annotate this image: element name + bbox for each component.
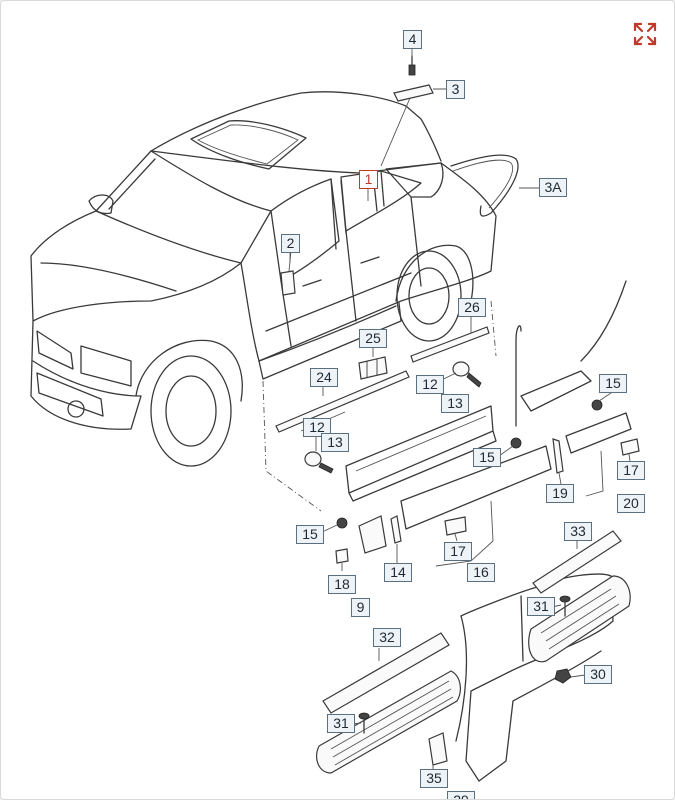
clip-4 xyxy=(408,55,416,76)
screw-31-b xyxy=(358,712,370,734)
callout-9[interactable]: 9 xyxy=(351,598,370,617)
clip-25 xyxy=(358,356,388,380)
end-cap-19 xyxy=(552,438,564,474)
nut-15-c xyxy=(336,517,348,529)
callout-15-right[interactable]: 15 xyxy=(599,374,627,393)
clip-17-a xyxy=(620,438,640,456)
callout-25[interactable]: 25 xyxy=(359,329,387,348)
bracket-2 xyxy=(280,250,296,296)
scuff-plate-32 xyxy=(322,632,450,714)
callout-2[interactable]: 2 xyxy=(281,234,300,253)
callout-12-lower[interactable]: 12 xyxy=(303,418,331,437)
callout-18[interactable]: 18 xyxy=(328,575,356,594)
nut-30 xyxy=(554,668,572,684)
step-plate-rear xyxy=(528,575,631,663)
callout-30[interactable]: 30 xyxy=(584,665,612,684)
trim-strip-24 xyxy=(275,370,410,433)
callout-20[interactable]: 20 xyxy=(617,494,645,513)
callout-13-lower[interactable]: 13 xyxy=(321,433,349,452)
callout-3[interactable]: 3 xyxy=(446,80,465,99)
guide-line-1 xyxy=(262,380,322,512)
callout-15-left[interactable]: 15 xyxy=(296,525,324,544)
flap-9 xyxy=(358,515,387,554)
screw-31-a xyxy=(559,595,571,617)
nut-15-b xyxy=(591,399,603,411)
callout-15-middle[interactable]: 15 xyxy=(473,448,501,467)
bracket-35 xyxy=(428,732,448,766)
screw-12-13-upper xyxy=(452,361,482,388)
leader-16 xyxy=(435,500,494,567)
leader-20 xyxy=(585,450,604,497)
callout-31-rear[interactable]: 31 xyxy=(527,597,555,616)
screw-12-13-lower xyxy=(304,451,334,474)
callout-4[interactable]: 4 xyxy=(403,30,422,49)
callout-16[interactable]: 16 xyxy=(467,563,495,582)
callout-17-right[interactable]: 17 xyxy=(617,461,645,480)
callout-32[interactable]: 32 xyxy=(373,628,401,647)
callout-35[interactable]: 35 xyxy=(420,769,448,788)
callout-31-front[interactable]: 31 xyxy=(327,714,355,733)
clip-3 xyxy=(393,84,434,102)
callout-26[interactable]: 26 xyxy=(458,298,486,317)
callout-12-upper[interactable]: 12 xyxy=(416,375,444,394)
callout-17-lower[interactable]: 17 xyxy=(444,542,472,561)
clip-17-b xyxy=(444,516,467,536)
callout-13-upper[interactable]: 13 xyxy=(441,394,469,413)
callout-1-selected[interactable]: 1 xyxy=(359,170,378,189)
callout-29[interactable]: 29 xyxy=(447,791,475,799)
end-cap-14 xyxy=(390,515,402,544)
callout-3a[interactable]: 3A xyxy=(539,178,567,197)
expand-arrows-icon[interactable] xyxy=(632,21,658,47)
callout-19[interactable]: 19 xyxy=(546,484,574,503)
nut-15-a xyxy=(510,437,522,449)
step-plate-front xyxy=(316,670,461,774)
door-moulding xyxy=(345,280,632,530)
callout-33[interactable]: 33 xyxy=(564,522,592,541)
trim-strip-26 xyxy=(410,326,490,363)
scuff-plate-33 xyxy=(532,530,622,594)
guide-line-2 xyxy=(490,300,497,357)
callout-14[interactable]: 14 xyxy=(384,563,412,582)
callout-24[interactable]: 24 xyxy=(310,368,338,387)
clip-18 xyxy=(335,548,349,564)
